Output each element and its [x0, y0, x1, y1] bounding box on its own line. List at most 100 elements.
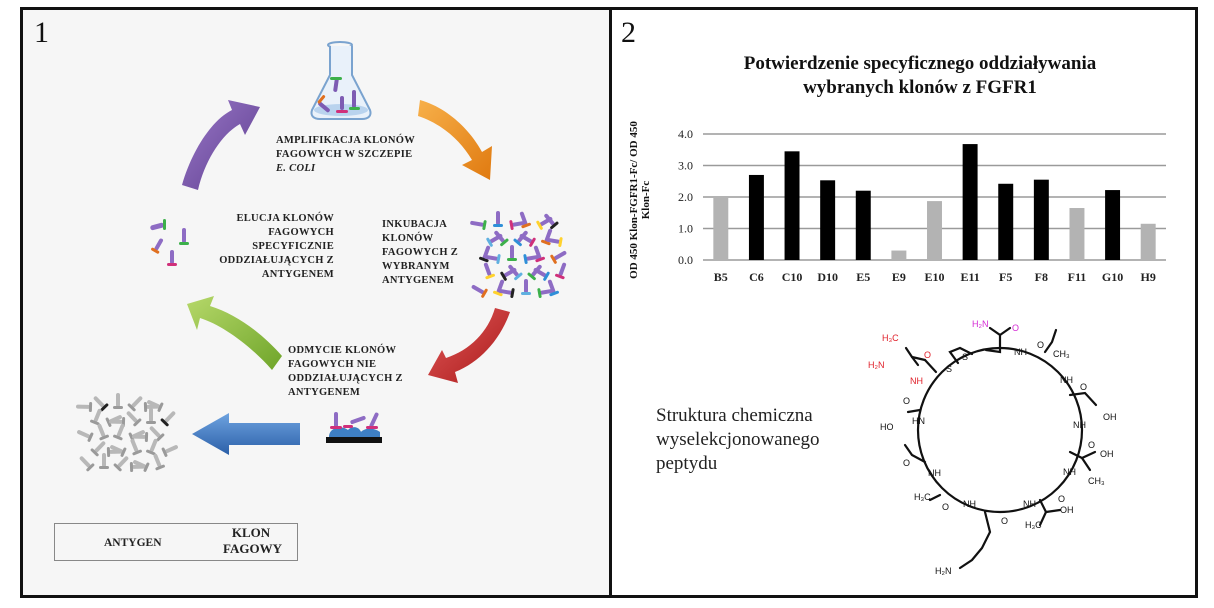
y-tick-label: 0.0 — [678, 253, 693, 267]
x-tick-label: E5 — [856, 270, 870, 284]
y-tick-label: 2.0 — [678, 190, 693, 204]
atom-label-ho: HO — [880, 422, 894, 432]
x-tick-label: F11 — [1068, 270, 1087, 284]
phage-icon — [127, 396, 143, 412]
panel-number-1: 1 — [34, 16, 49, 49]
x-tick-label: D10 — [817, 270, 838, 284]
bar-F8 — [1033, 179, 1049, 260]
bar-C10 — [784, 151, 800, 260]
step-elution-label: ELUCJA KLONÓW FAGOWYCH SPECYFICZNIE ODDZ… — [219, 213, 334, 280]
atom-label-h2n: H₂N — [935, 566, 952, 576]
panel-number-2: 2 — [621, 16, 636, 49]
phage-icon — [97, 423, 109, 441]
atom-label-s1: S — [946, 364, 952, 374]
x-tick-label: E10 — [924, 270, 944, 284]
phage-icon — [483, 262, 495, 280]
atom-label-nh2-red: H₂N — [868, 360, 885, 370]
bar-E10 — [927, 201, 942, 260]
x-tick-label: F5 — [999, 270, 1012, 284]
atom-label-o-red: O — [924, 350, 931, 360]
atom-label-oh: OH — [1060, 505, 1074, 515]
y-tick-label: 4.0 — [678, 127, 693, 141]
y-tick-label: 1.0 — [678, 222, 693, 236]
atom-label-nh: NH — [1023, 499, 1036, 509]
phage-icon — [153, 453, 165, 471]
phage-icon — [547, 279, 559, 297]
atom-label-o: O — [1037, 340, 1044, 350]
green-arrow-icon — [187, 296, 282, 370]
atom-label-o: O — [942, 502, 949, 512]
phage-icon — [555, 262, 567, 280]
phage-icon — [160, 411, 176, 427]
phage-icon — [90, 441, 106, 457]
phage-icon — [113, 423, 125, 441]
atom-label-h3c-red: H₃C — [882, 333, 899, 343]
bound-phages-surface-icon — [326, 412, 382, 443]
red-arrow-icon — [428, 308, 510, 383]
flask-icon — [310, 41, 372, 120]
phage-icon — [130, 438, 142, 456]
x-tick-label: C6 — [749, 270, 764, 284]
phage-icon — [484, 254, 501, 265]
atom-label-o: O — [903, 396, 910, 406]
step-incubation-label: INKUBACJA KLONÓW FAGOWYCH Z WYBRANYM ANT… — [382, 219, 459, 286]
atom-label-o: O — [1088, 440, 1095, 450]
bar-E5 — [855, 190, 871, 260]
x-tick-label: H9 — [1141, 270, 1156, 284]
phage-icon — [93, 396, 109, 412]
phage-icon — [509, 220, 526, 231]
bar-G10 — [1105, 190, 1121, 260]
phage-icon — [541, 228, 553, 246]
atom-label-nh: NH — [963, 499, 976, 509]
x-tick-label: B5 — [714, 270, 728, 284]
unbound-phage-cluster-icon — [76, 393, 178, 473]
chart-title: Potwierdzenie specyficznego oddziaływani… — [743, 53, 1097, 98]
phage-icon — [147, 400, 164, 412]
atom-label-o: O — [1080, 382, 1087, 392]
phage-icon — [519, 211, 531, 229]
atom-label-nh-red: NH — [910, 376, 923, 386]
phage-icon — [498, 288, 515, 299]
phage-icon — [507, 245, 517, 261]
phage-icon — [533, 245, 545, 263]
atom-label-s2: S — [962, 352, 968, 362]
phage-icon — [493, 279, 505, 297]
phage-icon — [132, 432, 149, 443]
phage-icon — [550, 251, 567, 264]
atom-label-o: O — [903, 458, 910, 468]
atom-label-nh: NH — [1014, 347, 1027, 357]
phage-icon — [113, 393, 123, 409]
x-tick-label: G10 — [1102, 270, 1123, 284]
atom-label-h3c: H₃C — [914, 492, 931, 502]
phage-icon — [470, 220, 487, 231]
bar-E11 — [962, 144, 978, 260]
atom-label-o-magenta: O — [1012, 323, 1019, 333]
x-tick-label: E11 — [960, 270, 979, 284]
phage-icon — [110, 445, 127, 457]
phage-icon — [149, 426, 165, 442]
phage-icon — [79, 456, 95, 472]
atom-label-oh: OH — [1103, 412, 1117, 422]
bar-F11 — [1069, 208, 1085, 260]
phage-icon — [479, 245, 491, 263]
phage-icon — [161, 445, 178, 457]
bar-E9 — [891, 250, 907, 260]
step-amplification-label: AMPLIFIKACJA KLONÓW FAGOWYCH W SZCZEPIE … — [276, 135, 415, 174]
phage-icon — [523, 254, 540, 265]
legend-antigen-label: ANTYGEN — [104, 537, 162, 549]
phage-icon — [521, 279, 531, 295]
atom-label-ch3: CH₃ — [1053, 349, 1070, 359]
blue-arrow-icon — [192, 413, 300, 455]
x-tick-label: E9 — [892, 270, 906, 284]
phage-icon — [471, 285, 488, 298]
phage-icon — [494, 230, 509, 247]
legend — [54, 523, 298, 561]
atom-label-o: O — [1058, 494, 1065, 504]
phage-icon — [533, 268, 550, 281]
legend-phage-clone-label: KLON FAGOWY — [223, 525, 282, 556]
atom-label-nh: NH — [1063, 467, 1076, 477]
orange-arrow-icon — [418, 100, 492, 180]
atom-label-oh: OH — [1100, 449, 1114, 459]
